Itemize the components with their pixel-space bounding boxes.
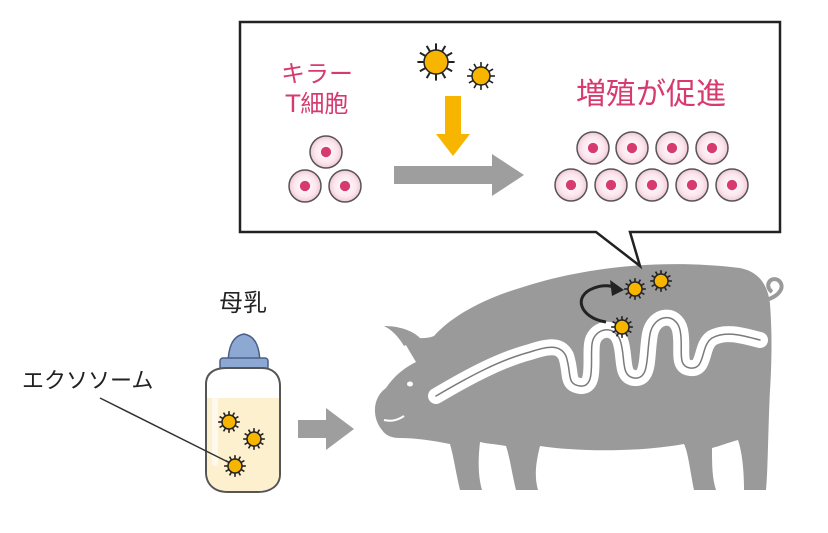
t-cell-icon (615, 131, 649, 165)
pig-eye (407, 381, 413, 387)
milk-label: 母乳 (219, 289, 267, 317)
killer-t-label-line1: キラー (281, 60, 353, 88)
t-cell-icon (655, 131, 689, 165)
t-cell-icon (554, 168, 588, 202)
exosome-icon (624, 278, 646, 300)
uptake-arrow-head (610, 280, 624, 296)
pig-illustration (374, 264, 784, 490)
pig-ear (384, 326, 420, 346)
exosome-icon (243, 428, 265, 450)
t-cell-icon (635, 168, 669, 202)
bottle-highlight (212, 396, 218, 466)
exosome-label: エクソソーム (22, 369, 153, 394)
yellow-down-arrow (436, 96, 470, 156)
t-cell-icon (309, 135, 343, 169)
t-cell-icon (695, 131, 729, 165)
t-cell-icon (675, 168, 709, 202)
exosome-leader-line (99, 397, 229, 463)
exosome-icon (650, 270, 672, 292)
pig-gut-outline (435, 317, 761, 397)
exosome-icon (417, 43, 455, 81)
proliferation-label: 増殖が促進 (576, 77, 726, 112)
exosome-icon (611, 316, 633, 338)
t-cell-icon (328, 169, 362, 203)
t-cell-icon (288, 169, 322, 203)
pig-tail (765, 277, 784, 302)
callout-frame (238, 20, 782, 270)
t-cell-icon (576, 131, 610, 165)
t-cell-icon (594, 168, 628, 202)
exosome-icon (224, 455, 246, 477)
exosome-icon (467, 62, 495, 90)
killer-t-label-line2: T細胞 (285, 90, 349, 118)
pig-mouth (383, 415, 405, 422)
t-cell-icon (715, 168, 749, 202)
callout-box: キラー T細胞 増殖が促進 (238, 20, 782, 270)
bottle-to-pig-arrow (298, 408, 354, 450)
exosome-icon (218, 411, 240, 433)
gray-right-arrow (394, 154, 524, 196)
